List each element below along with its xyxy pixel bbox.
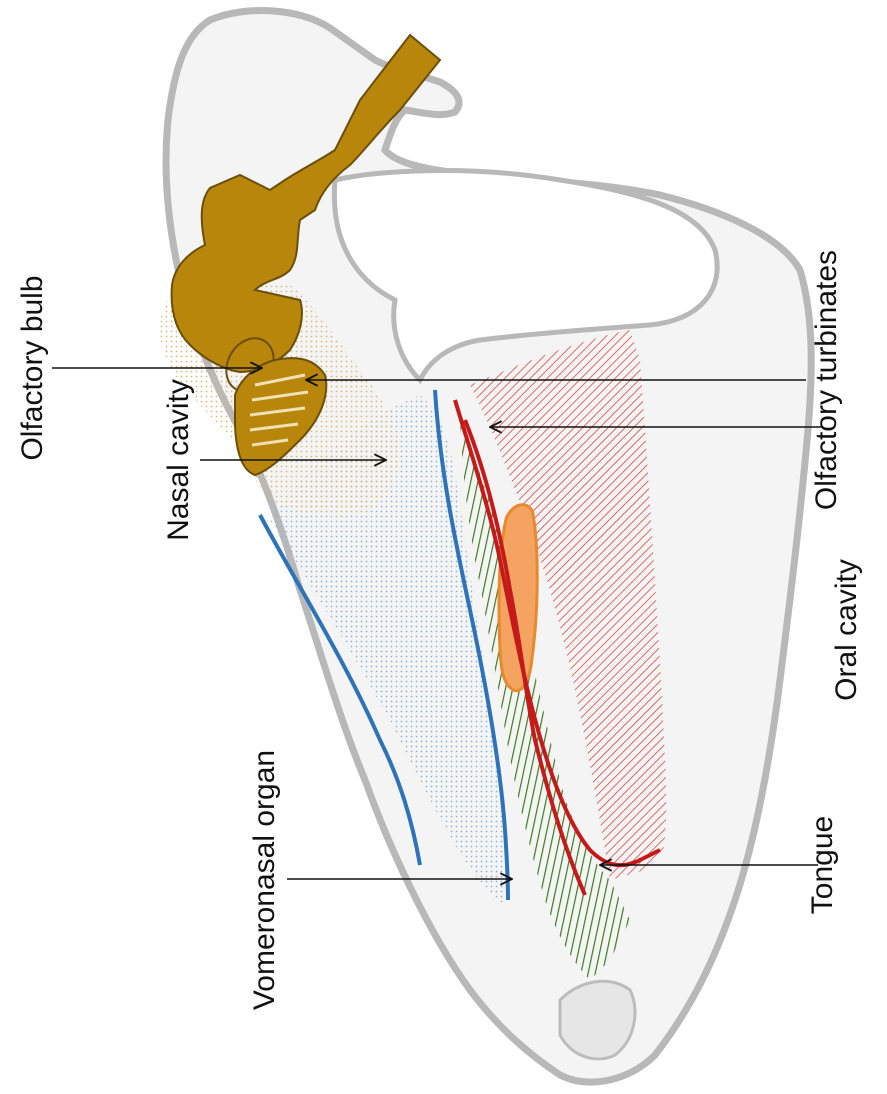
label-oral-cavity: Oral cavity bbox=[830, 559, 863, 701]
label-nasal-cavity: Nasal cavity bbox=[162, 379, 195, 541]
label-tongue: Tongue bbox=[806, 816, 839, 914]
label-vomeronasal-organ: Vomeronasal organ bbox=[248, 750, 281, 1010]
label-olfactory-turbinates: Olfactory turbinates bbox=[810, 250, 843, 510]
incisor-shape bbox=[560, 981, 635, 1059]
label-olfactory-bulb: Olfactory bulb bbox=[16, 275, 49, 460]
